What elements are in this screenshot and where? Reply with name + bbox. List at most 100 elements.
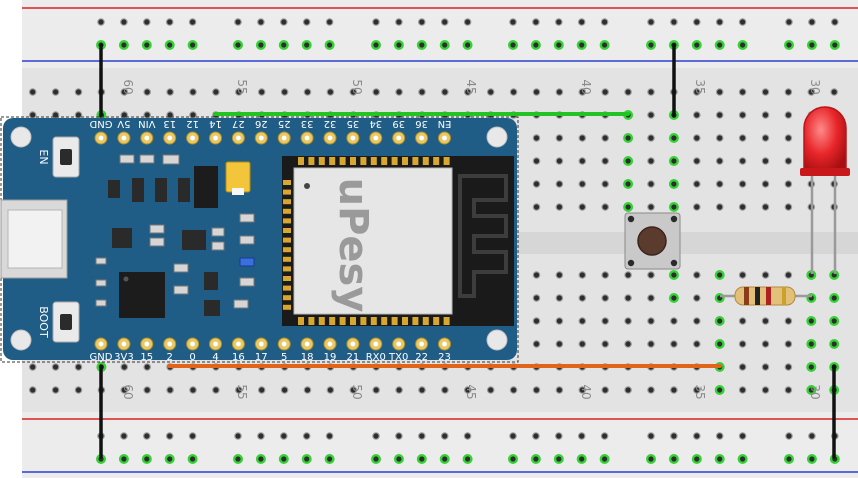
breadboard-hole-active — [462, 454, 473, 465]
breadboard-hole — [188, 432, 197, 440]
breadboard-hole — [647, 294, 655, 302]
breadboard-hole — [143, 363, 152, 371]
breadboard-hole — [647, 271, 655, 279]
breadboard-hole — [578, 180, 587, 188]
pin-label: 19 — [324, 352, 337, 363]
column-number: 50 — [350, 384, 364, 399]
breadboard-hole — [738, 340, 747, 348]
breadboard-hole — [784, 271, 793, 279]
breadboard-hole — [578, 88, 587, 96]
breadboard-hole — [784, 317, 793, 325]
breadboard-hole — [417, 432, 426, 440]
breadboard-hole — [532, 271, 541, 279]
breadboard-hole — [280, 88, 289, 96]
breadboard-hole-active — [737, 454, 748, 465]
breadboard-hole-active — [599, 40, 610, 51]
breadboard-hole-active — [714, 454, 725, 465]
breadboard-hole — [74, 363, 83, 371]
breadboard-hole — [51, 386, 60, 394]
breadboard-hole — [120, 18, 128, 26]
breadboard-hole-active — [714, 385, 725, 396]
breadboard-hole — [463, 18, 472, 26]
breadboard-hole-active — [232, 40, 243, 51]
module-shield — [293, 167, 453, 315]
pin-label: TX0 — [388, 352, 408, 363]
breadboard-hole-active — [255, 454, 266, 465]
breadboard-hole-active — [439, 40, 450, 51]
boot-button-cap — [60, 314, 72, 330]
pin-label: 3V3 — [114, 352, 134, 363]
breadboard-hole — [532, 88, 541, 96]
breadboard-hole — [808, 432, 816, 440]
pin-label: 0 — [189, 352, 195, 363]
breadboard-hole — [784, 111, 793, 119]
breadboard-hole — [303, 386, 312, 394]
pin-label: 23 — [438, 352, 451, 363]
breadboard-hole — [578, 203, 587, 211]
breadboard-hole-active — [623, 178, 634, 189]
breadboard-hole — [578, 134, 587, 142]
breadboard-hole — [761, 363, 770, 371]
breadboard-hole — [601, 157, 610, 165]
breadboard-hole — [532, 386, 541, 394]
breadboard-hole-active — [829, 316, 840, 327]
breadboard-hole — [715, 432, 724, 440]
breadboard-hole — [51, 363, 60, 371]
breadboard-hole-active — [324, 40, 335, 51]
breadboard-hole — [761, 157, 770, 165]
breadboard-hole — [555, 88, 564, 96]
pin-label: 2 — [167, 352, 173, 363]
breadboard-hole — [554, 18, 563, 26]
breadboard-hole-active — [668, 270, 679, 281]
breadboard-hole-active — [118, 454, 129, 465]
breadboard-hole — [670, 317, 678, 325]
breadboard-hole — [143, 432, 151, 440]
breadboard-hole-active — [714, 339, 725, 350]
led-rim — [800, 168, 850, 176]
breadboard-hole-active — [806, 316, 817, 327]
breadboard-hole — [257, 18, 265, 26]
breadboard-hole — [830, 88, 839, 96]
column-number: 40 — [579, 79, 593, 94]
pin-label: 5 — [281, 352, 287, 363]
breadboard-hole-active — [668, 293, 679, 304]
breadboard-hole — [738, 18, 747, 26]
breadboard-hole — [143, 386, 152, 394]
pin-label: 33 — [301, 118, 314, 129]
push-button — [624, 212, 681, 270]
pin-label: 36 — [415, 118, 428, 129]
breadboard-hole — [738, 317, 747, 325]
breadboard-hole — [647, 111, 655, 119]
breadboard-hole — [784, 386, 793, 394]
breadboard-hole — [257, 88, 266, 96]
breadboard-hole — [784, 134, 793, 142]
column-number: 30 — [808, 79, 822, 94]
breadboard-hole-active — [668, 155, 679, 166]
usb-connector-inner — [7, 209, 63, 269]
breadboard-hole — [692, 157, 701, 165]
breadboard-hole — [441, 88, 449, 96]
breadboard-hole — [738, 386, 747, 394]
breadboard-hole — [326, 88, 335, 96]
breadboard-hole — [325, 432, 334, 440]
column-number: 45 — [464, 79, 478, 94]
breadboard-hole — [555, 294, 564, 302]
breadboard-hole — [532, 157, 541, 165]
pin-label: GND — [89, 118, 112, 129]
breadboard-hole — [74, 386, 83, 394]
breadboard-hole — [784, 203, 793, 211]
pin-label: 14 — [209, 118, 222, 129]
breadboard-hole — [785, 432, 793, 440]
breadboard-hole-active — [646, 40, 657, 51]
breadboard-hole-active — [646, 454, 657, 465]
pin-label: GND — [90, 352, 113, 363]
breadboard-hole — [532, 317, 541, 325]
breadboard-hole — [120, 88, 129, 96]
breadboard-hole — [738, 432, 747, 440]
breadboard-hole — [601, 88, 610, 96]
breadboard-hole — [120, 386, 129, 394]
breadboard-hole-active — [806, 40, 817, 51]
breadboard-hole — [738, 134, 747, 142]
breadboard-hole-active — [393, 454, 404, 465]
pin-label: 12 — [186, 118, 199, 129]
